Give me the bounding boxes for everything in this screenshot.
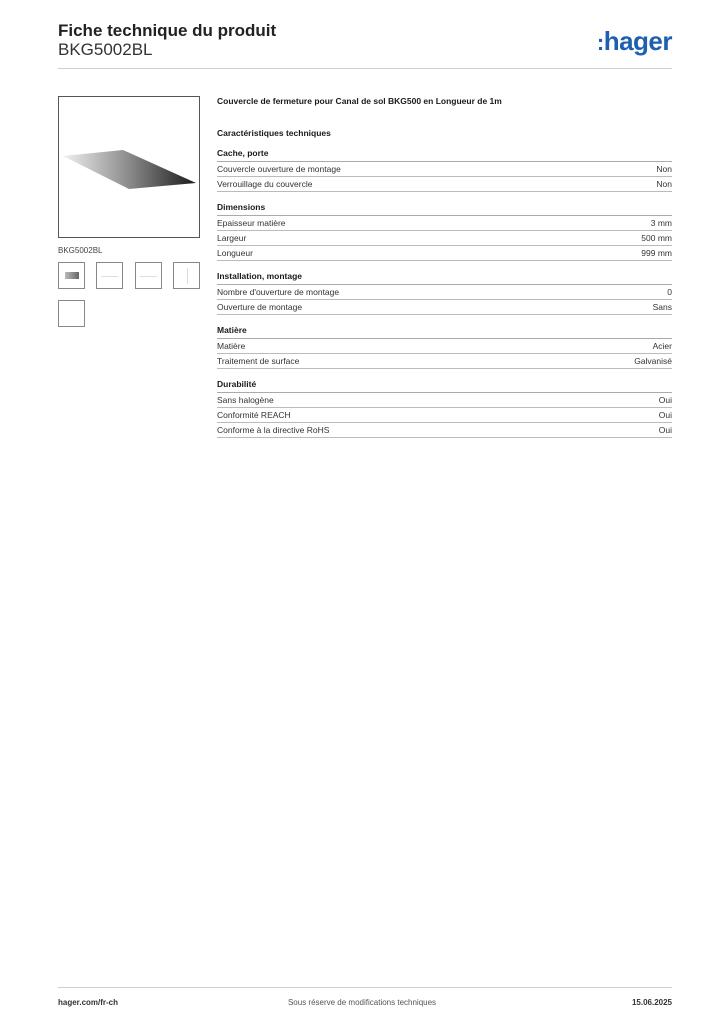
spec-label: Conformité REACH xyxy=(217,410,291,420)
product-reference: BKG5002BL xyxy=(58,40,153,59)
spec-value: 3 mm xyxy=(650,218,672,228)
spec-value: 500 mm xyxy=(641,233,672,243)
spec-value: Non xyxy=(656,179,672,189)
spec-value: 999 mm xyxy=(641,248,672,258)
spec-value: Sans xyxy=(652,302,672,312)
spec-value: Oui xyxy=(658,425,672,435)
spec-row: Couvercle ouverture de montage Non xyxy=(217,162,672,177)
footer-date: 15.06.2025 xyxy=(631,998,672,1007)
spec-label: Matière xyxy=(217,341,246,351)
spec-row: Conforme à la directive RoHS Oui xyxy=(217,423,672,438)
spec-value: Galvanisé xyxy=(634,356,672,366)
spec-label: Longueur xyxy=(217,248,253,258)
thumbnail-2[interactable] xyxy=(96,262,123,289)
spec-label: Epaisseur matière xyxy=(217,218,286,228)
spec-label: Nombre d'ouverture de montage xyxy=(217,287,340,297)
spec-label: Conforme à la directive RoHS xyxy=(217,425,330,435)
spec-row: Longueur 999 mm xyxy=(217,246,672,261)
image-caption: BKG5002BL xyxy=(58,246,103,255)
footer-notice: Sous réserve de modifications techniques xyxy=(287,998,437,1007)
spec-row: Traitement de surface Galvanisé xyxy=(217,354,672,369)
logo-text: hager xyxy=(603,26,673,56)
spec-row: Epaisseur matière 3 mm xyxy=(217,216,672,231)
spec-value: 0 xyxy=(667,287,672,297)
cover-plate-illustration xyxy=(63,150,196,189)
spec-row: Matière Acier xyxy=(217,339,672,354)
thumbnail-5[interactable] xyxy=(58,300,85,327)
spec-row: Ouverture de montage Sans xyxy=(217,300,672,315)
thumbnail-4[interactable] xyxy=(173,262,200,289)
spec-value: Non xyxy=(656,164,672,174)
spec-row: Largeur 500 mm xyxy=(217,231,672,246)
spec-label: Couvercle ouverture de montage xyxy=(217,164,341,174)
spec-group-title: Matière xyxy=(217,325,672,339)
spec-label: Ouverture de montage xyxy=(217,302,303,312)
spec-label: Traitement de surface xyxy=(217,356,300,366)
spec-row: Conformité REACH Oui xyxy=(217,408,672,423)
spec-group-title: Cache, porte xyxy=(217,148,672,162)
thumbnail-3[interactable] xyxy=(135,262,162,289)
spec-label: Sans halogène xyxy=(217,395,274,405)
footer-divider xyxy=(58,987,672,988)
spec-value: Oui xyxy=(658,410,672,420)
spec-row: Verrouillage du couvercle Non xyxy=(217,177,672,192)
spec-group-title: Installation, montage xyxy=(217,271,672,285)
specs-heading: Caractéristiques techniques xyxy=(217,128,331,138)
spec-label: Largeur xyxy=(217,233,247,243)
spec-row: Sans halogène Oui xyxy=(217,393,672,408)
spec-group-title: Dimensions xyxy=(217,202,672,216)
spec-group-title: Durabilité xyxy=(217,379,672,393)
product-description: Couvercle de fermeture pour Canal de sol… xyxy=(217,96,502,106)
spec-value: Acier xyxy=(652,341,672,351)
spec-value: Oui xyxy=(658,395,672,405)
page-title: Fiche technique du produit xyxy=(58,21,277,40)
spec-label: Verrouillage du couvercle xyxy=(217,179,313,189)
thumbnail-1[interactable] xyxy=(58,262,85,289)
spec-content: Couvercle de fermeture pour Canal de sol… xyxy=(217,96,672,448)
product-image xyxy=(58,96,200,238)
header-divider xyxy=(58,68,672,69)
spec-row: Nombre d'ouverture de montage 0 xyxy=(217,285,672,300)
footer-website-link[interactable]: hager.com/fr-ch xyxy=(58,998,119,1007)
hager-logo: :hager xyxy=(596,26,673,56)
